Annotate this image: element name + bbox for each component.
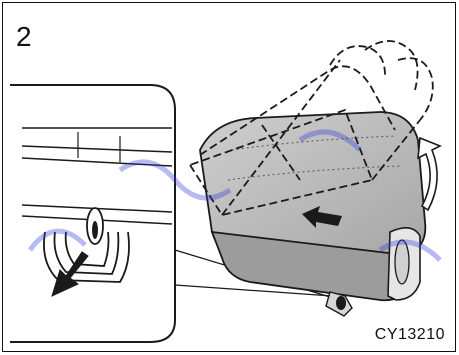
zoom-inset xyxy=(10,85,175,342)
